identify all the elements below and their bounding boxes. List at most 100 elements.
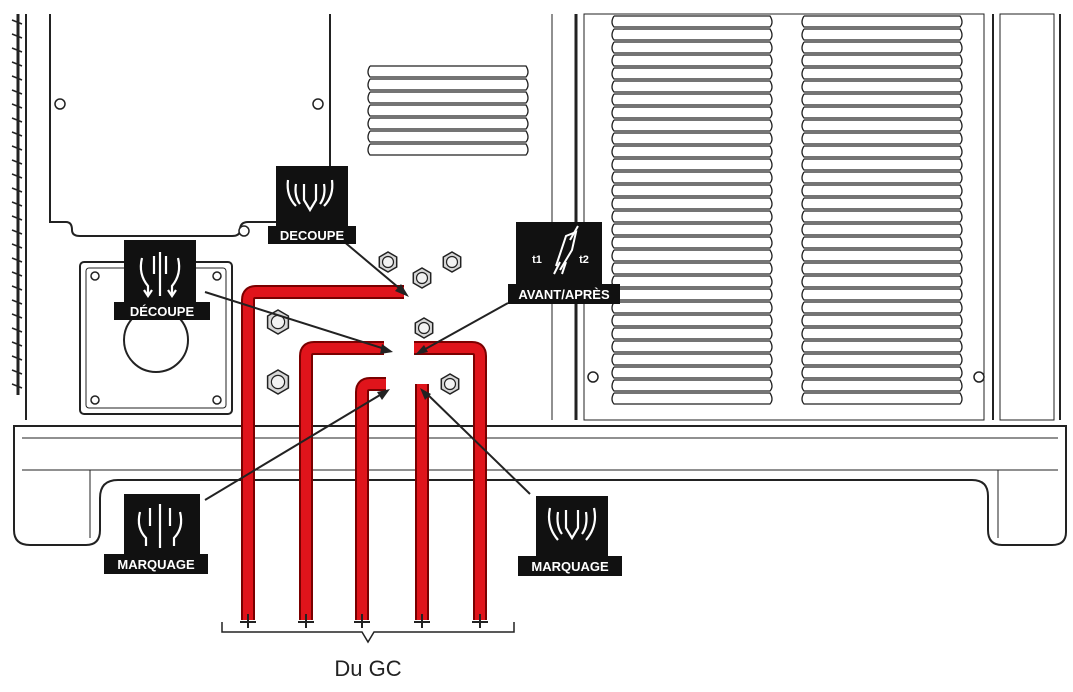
- base-top: [13, 425, 1067, 546]
- screw-icon: [90, 395, 100, 405]
- hose-end: [298, 614, 314, 628]
- vent-louvre: [801, 15, 963, 28]
- badge-mark-left: MARQUAGE: [104, 494, 208, 574]
- vent-louvre: [611, 93, 773, 106]
- vent-louvre: [367, 143, 529, 156]
- vent-louvre: [801, 353, 963, 366]
- torch-mark-icon: [137, 504, 183, 548]
- right-panel-frame: [583, 13, 985, 421]
- vent-louvre: [611, 236, 773, 249]
- badge-background: [276, 166, 348, 226]
- vent-louvre: [611, 262, 773, 275]
- vent-louvre: [611, 223, 773, 236]
- hose-end: [240, 614, 256, 628]
- badge-label-bg: [268, 226, 356, 244]
- badge-cut-left: DÉCOUPE: [114, 240, 210, 320]
- vent-louvre: [801, 314, 963, 327]
- vent-louvre: [611, 392, 773, 405]
- vent-louvre: [801, 288, 963, 301]
- vent-louvre: [611, 67, 773, 80]
- vent-louvre: [611, 54, 773, 67]
- vent-louvre: [367, 104, 529, 117]
- vent-louvre: [801, 249, 963, 262]
- vent-louvre: [611, 275, 773, 288]
- torch-angle-icon: [553, 225, 579, 275]
- badge-label-bg: [518, 556, 622, 576]
- badge-background: [124, 494, 200, 554]
- vent-louvre: [801, 340, 963, 353]
- screw-icon: [973, 371, 985, 383]
- leader-before-after: [419, 302, 509, 353]
- leader-mark-left: [204, 391, 386, 501]
- badge-label-mark-left: MARQUAGE: [117, 557, 195, 572]
- vent-louvre: [801, 262, 963, 275]
- vent-louvre: [367, 78, 529, 91]
- vent-louvre: [801, 80, 963, 93]
- leader-lines: [204, 239, 531, 501]
- nut-bore: [270, 374, 286, 390]
- vent-louvre: [801, 210, 963, 223]
- nut-bore: [415, 271, 429, 285]
- badge-mark-right: MARQUAGE: [518, 496, 622, 576]
- torch-cut-icon: [286, 179, 334, 213]
- gas-hoses: [240, 285, 488, 628]
- vent-louvre: [611, 379, 773, 392]
- vent-louvre: [611, 353, 773, 366]
- badge-background: [516, 222, 602, 284]
- torch-mark-icon: [547, 507, 597, 541]
- vent-louvre: [611, 301, 773, 314]
- vent-louvre: [611, 28, 773, 41]
- badge-label-bg: [104, 554, 208, 574]
- vent-louvre: [611, 327, 773, 340]
- vent-louvre: [611, 80, 773, 93]
- screw-icon: [212, 271, 222, 281]
- vent-louvre: [611, 197, 773, 210]
- vent-louvre: [611, 15, 773, 28]
- vent-louvre: [801, 28, 963, 41]
- gas-hose: [414, 343, 485, 620]
- vent-louvre: [801, 366, 963, 379]
- arrowhead: [415, 345, 428, 355]
- vent-louvre: [611, 249, 773, 262]
- t2-label: t2: [579, 254, 589, 266]
- left-serration-ticks: [11, 19, 23, 389]
- badge-label-mark-right: MARQUAGE: [531, 559, 609, 574]
- vent-louvre: [801, 379, 963, 392]
- badge-label-bg: [114, 302, 210, 320]
- leader-arrowheads: [377, 284, 431, 400]
- leader-mark-right: [424, 391, 531, 495]
- vent-louvre: [801, 93, 963, 106]
- vent-louvre: [611, 132, 773, 145]
- arrowhead: [395, 284, 409, 297]
- leader-cut-left: [204, 291, 389, 351]
- screw-icon: [238, 225, 250, 237]
- vent-louvre: [611, 158, 773, 171]
- vent-louvre: [801, 67, 963, 80]
- vent-louvre: [801, 184, 963, 197]
- vent-louvre: [801, 275, 963, 288]
- screws: [54, 98, 985, 405]
- vent-louvre: [801, 41, 963, 54]
- source-bracket: [221, 622, 515, 644]
- hose-end: [414, 614, 430, 628]
- vent-louvre: [367, 91, 529, 104]
- badge-label-cut-left: DÉCOUPE: [130, 304, 195, 319]
- hose-end: [472, 614, 488, 628]
- vent-louvre: [801, 54, 963, 67]
- vent-louvre: [801, 119, 963, 132]
- far-right-panel-frame: [999, 13, 1055, 421]
- screw-icon: [90, 271, 100, 281]
- gas-hose: [243, 287, 404, 620]
- vent-louvre: [611, 106, 773, 119]
- vent-louvre: [611, 314, 773, 327]
- arrowhead: [380, 344, 393, 354]
- vent-louvre: [801, 145, 963, 158]
- screw-icon: [312, 98, 324, 110]
- arrowhead: [420, 388, 431, 400]
- leader-cut-top: [341, 239, 406, 294]
- vent-louvre: [611, 210, 773, 223]
- screw-icon: [587, 371, 599, 383]
- nut-bore: [417, 321, 431, 335]
